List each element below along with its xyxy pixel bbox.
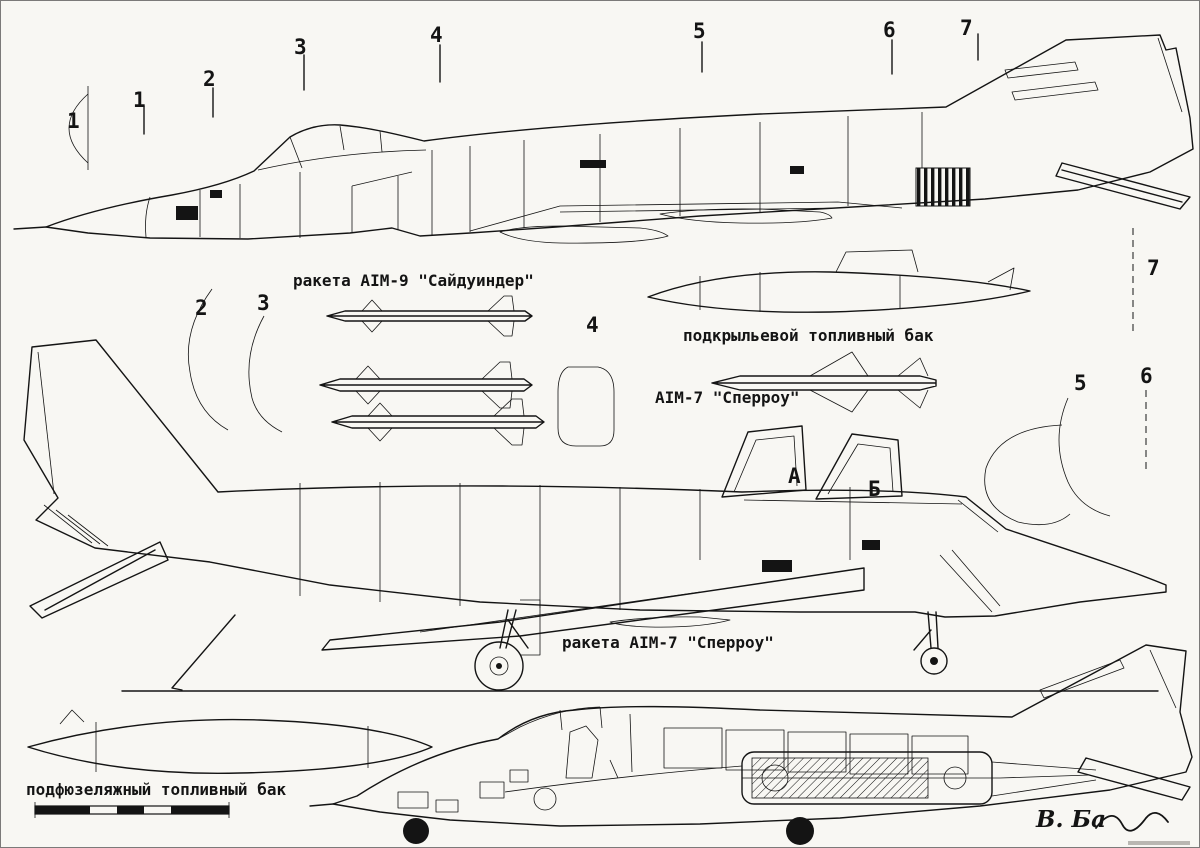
canopy-label-a: А bbox=[788, 464, 801, 488]
section-callout-7: 7 bbox=[1147, 256, 1160, 280]
underwing-store bbox=[659, 208, 833, 224]
fuselage-tank-label: подфюзеляжный топливный бак bbox=[26, 780, 287, 799]
cutaway-side-view bbox=[309, 644, 1193, 845]
sparrow-wings bbox=[809, 351, 869, 413]
section-callout-2: 2 bbox=[195, 296, 208, 320]
section-callout-6: 6 bbox=[1140, 364, 1153, 388]
rudder-line bbox=[1157, 37, 1183, 113]
aim9-missile-group bbox=[319, 295, 545, 446]
callout-2: 2 bbox=[203, 67, 216, 91]
windscreen bbox=[957, 496, 1007, 533]
section-callout-3: 3 bbox=[257, 291, 270, 315]
recessed-sparrow bbox=[609, 616, 731, 628]
panel-lines bbox=[299, 482, 851, 610]
callout-3: 3 bbox=[294, 35, 307, 59]
nose-landing-gear bbox=[913, 611, 948, 675]
stabilator bbox=[1077, 757, 1191, 801]
pitot-probe bbox=[309, 803, 334, 807]
aim7-full-label: ракета AIM-7 "Сперроу" bbox=[562, 633, 774, 652]
fin-reinforcement bbox=[1004, 61, 1079, 79]
sparrow-fins bbox=[897, 357, 929, 409]
ejection-seat bbox=[565, 713, 633, 779]
scale-bar bbox=[34, 802, 230, 818]
intake-duct bbox=[504, 765, 743, 793]
aim9-label: ракета AIM-9 "Сайдуиндер" bbox=[293, 271, 534, 290]
wing-side-view bbox=[321, 567, 865, 651]
aim9-missile-2 bbox=[319, 361, 533, 409]
intake-lines bbox=[351, 171, 413, 232]
wheel-dot bbox=[403, 818, 429, 844]
stabilator bbox=[1055, 162, 1191, 210]
canopy-label-b: Б bbox=[868, 477, 881, 501]
open-canopy-front bbox=[721, 425, 807, 498]
callout-5: 5 bbox=[693, 19, 706, 43]
intake-lines bbox=[939, 549, 1001, 613]
wheel-dot bbox=[786, 817, 814, 845]
section-contours bbox=[68, 86, 1147, 526]
underwing-store bbox=[499, 225, 669, 244]
nozzle-stripes bbox=[43, 504, 109, 547]
nozzle-band bbox=[915, 167, 971, 207]
section-callout-1: 1 bbox=[67, 109, 80, 133]
panel-lines bbox=[199, 112, 923, 238]
callout-ticks bbox=[143, 33, 979, 135]
section-callout-4: 4 bbox=[586, 313, 599, 337]
callout-4: 4 bbox=[430, 23, 443, 47]
aim9-missile-1 bbox=[326, 295, 533, 337]
stabilator bbox=[29, 541, 169, 619]
open-canopy-rear bbox=[815, 433, 903, 500]
engine-cutaway bbox=[741, 751, 1097, 805]
aim9-missile-3 bbox=[331, 398, 545, 446]
callout-7: 7 bbox=[960, 16, 973, 40]
fin-reinforcement bbox=[1011, 81, 1099, 101]
callout-1: 1 bbox=[133, 88, 146, 112]
fuselage-fuel-tank-drawing bbox=[27, 709, 433, 774]
main-landing-gear bbox=[474, 599, 541, 691]
pitot-probe bbox=[13, 226, 47, 230]
top-side-view bbox=[13, 34, 1194, 244]
rudder-line bbox=[1149, 649, 1177, 709]
rudder-line bbox=[37, 351, 55, 495]
tail-hook bbox=[171, 614, 236, 691]
tank-pylon bbox=[835, 249, 919, 273]
aim7-label: AIM-7 "Сперроу" bbox=[655, 388, 800, 407]
section-callout-5: 5 bbox=[1074, 371, 1087, 395]
fin-reinforcement bbox=[1039, 659, 1125, 699]
underwing-tank-label: подкрыльевой топливный бак bbox=[683, 326, 934, 345]
main-side-view bbox=[23, 339, 1167, 692]
underwing-fuel-tank-drawing bbox=[647, 249, 1031, 313]
watermark bbox=[1128, 841, 1190, 845]
aim7-missile-drawing bbox=[711, 351, 937, 413]
callout-6: 6 bbox=[883, 18, 896, 42]
signature-flourish bbox=[1095, 812, 1169, 832]
artist-signature: В. Ба bbox=[1036, 806, 1107, 833]
canopy-outline bbox=[497, 706, 603, 740]
